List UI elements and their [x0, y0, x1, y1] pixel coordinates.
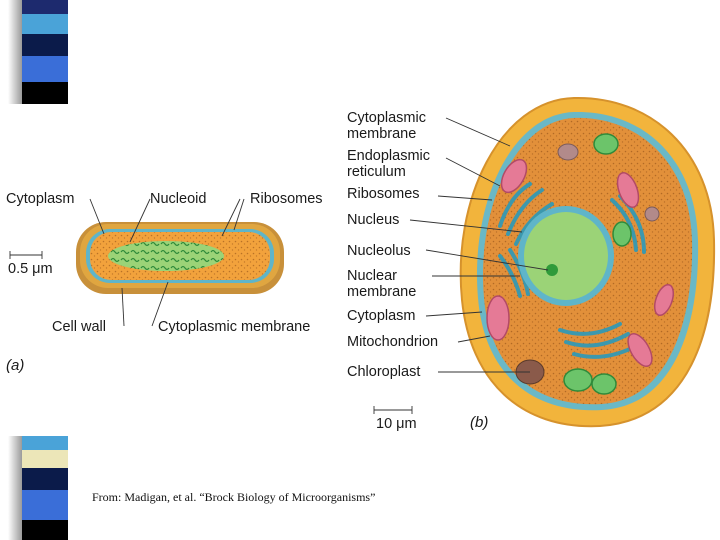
- mitochondrion: [486, 295, 510, 341]
- label-a-scale: 0.5 μm: [8, 261, 53, 277]
- mitochondrion: [653, 283, 675, 317]
- panel-label-a: (a): [6, 357, 25, 374]
- label-b-endoplasmic-reticulum: Endoplasmic reticulum: [347, 148, 431, 180]
- mitochondrion: [616, 172, 640, 208]
- label-b-nucleus: Nucleus: [347, 212, 400, 228]
- strip-segment: [22, 520, 68, 540]
- strip-segment: [22, 436, 68, 450]
- mitochondrion: [500, 158, 528, 194]
- label-b-scale: 10 μm: [376, 416, 417, 432]
- vesicle: [557, 143, 579, 161]
- label-a-cytoplasm: Cytoplasm: [6, 191, 75, 207]
- decorative-strip-top: [8, 0, 68, 104]
- mitochondrion: [627, 333, 653, 367]
- strip-segment: [22, 490, 68, 520]
- label-a-cell-wall: Cell wall: [52, 319, 106, 335]
- nucleolus: [546, 264, 558, 276]
- label-b-nucleolus: Nucleolus: [347, 243, 411, 259]
- strip-segment: [22, 468, 68, 490]
- label-a-nucleoid: Nucleoid: [150, 191, 207, 207]
- strip-segment: [22, 56, 68, 82]
- decorative-strip-bottom: [8, 436, 68, 540]
- leader-lines-b: [373, 117, 549, 414]
- panel-label-b: (b): [470, 414, 489, 431]
- label-b-nuclear-membrane: Nuclear membrane: [347, 268, 417, 300]
- strip-segment: [22, 450, 68, 468]
- strip-segment: [22, 0, 68, 14]
- chloroplast: [563, 368, 593, 392]
- label-a-cytoplasmic-membrane: Cytoplasmic membrane: [158, 319, 311, 335]
- chloroplast: [612, 221, 632, 247]
- eukaryotic-cell: [459, 96, 716, 428]
- leader-lines-a: [9, 198, 245, 327]
- label-b-cytoplasmic-membrane: Cytoplasmic membrane: [347, 110, 426, 142]
- chloroplast: [591, 373, 617, 395]
- strip-segment: [22, 34, 68, 56]
- chloroplast: [593, 133, 619, 155]
- vesicle: [644, 206, 660, 222]
- mitochondria: [486, 158, 675, 367]
- chloroplasts: [563, 133, 632, 395]
- nucleus: [524, 212, 608, 300]
- label-b-ribosomes: Ribosomes: [347, 186, 420, 202]
- strip-segment: [22, 82, 68, 104]
- label-b-cytoplasm: Cytoplasm: [347, 308, 416, 324]
- source-caption: From: Madigan, et al. “Brock Biology of …: [92, 490, 376, 504]
- label-b-chloroplast: Chloroplast: [347, 364, 421, 380]
- strip-segment: [22, 14, 68, 34]
- label-b-mitochondrion: Mitochondrion: [347, 334, 439, 350]
- label-a-ribosomes: Ribosomes: [250, 191, 323, 207]
- prokaryotic-cell: [76, 222, 284, 294]
